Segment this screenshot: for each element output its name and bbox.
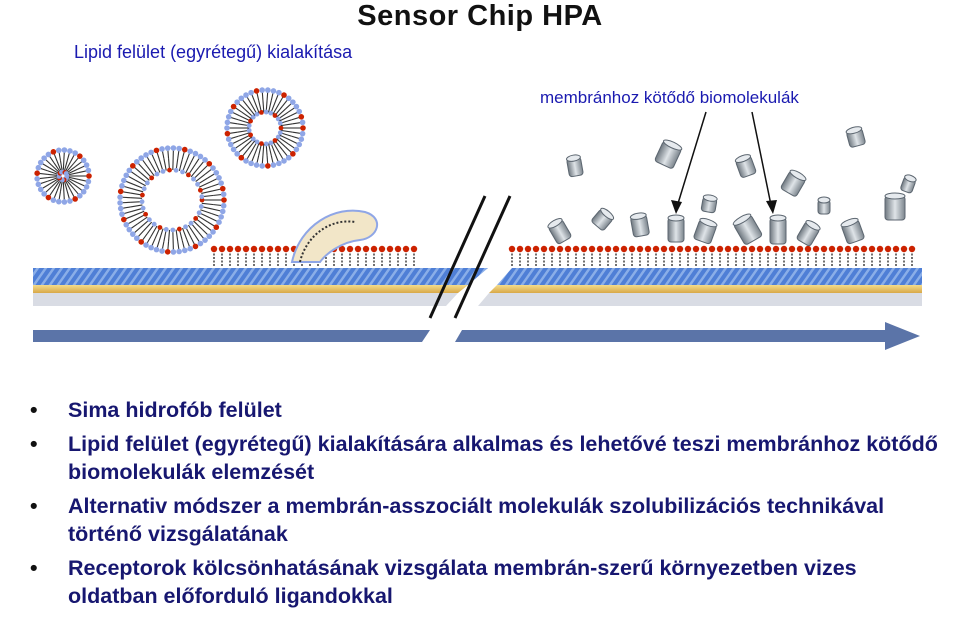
break-line-right (453, 195, 512, 319)
subtitle-lipid-surface: Lipid felület (egyrétegű) kialakítása (74, 42, 353, 62)
bullet-text: Receptorok kölcsönhatásának vizsgálata m… (68, 556, 857, 608)
flow-arrow (33, 322, 920, 350)
membrane-protein-group (547, 126, 917, 247)
bullet-text: Sima hidrofób felület (68, 398, 282, 422)
bullet-text: Alternativ módszer a membrán-asszociált … (68, 494, 885, 546)
label-membrane-biomolecules: membránhoz kötődő biomolekulák (540, 88, 799, 107)
protein-shape (667, 214, 685, 243)
bullet-item: • Receptorok kölcsönhatásának vizsgálata … (28, 554, 948, 610)
protein-shape (845, 126, 866, 148)
protein-shape (654, 139, 683, 169)
protein-shape (884, 192, 906, 221)
bullet-dot: • (30, 398, 38, 422)
bullet-dot: • (30, 556, 38, 580)
pointer-arrows (671, 111, 777, 214)
protein-shape (769, 214, 787, 245)
page-title: Sensor Chip HPA (357, 0, 603, 32)
chip-surface-left (33, 268, 488, 306)
protein-shape (547, 218, 572, 245)
chip-surface-right (478, 268, 922, 306)
break-line-left (428, 195, 487, 319)
protein-shape (629, 212, 650, 238)
protein-shape (780, 169, 807, 197)
bullet-text: Lipid felület (egyrétegű) kialakítására … (68, 432, 938, 484)
bullet-list: • Sima hidrofób felület • Lipid felület (eg… (28, 396, 948, 616)
protein-shape (734, 154, 757, 178)
protein-shape (700, 194, 718, 214)
bullet-item: • Lipid felület (egyrétegű) kialakítására… (28, 430, 948, 486)
protein-shape (591, 207, 615, 231)
protein-shape (566, 154, 584, 178)
lipid-monolayer-right (508, 245, 916, 266)
protein-shape (796, 220, 821, 247)
protein-shape (840, 217, 865, 245)
sensor-chip-diagram (33, 87, 922, 350)
protein-shape (732, 213, 763, 245)
fusing-liposome (290, 209, 378, 263)
bullet-item: • Alternativ módszer a membrán-asszociált… (28, 492, 948, 548)
bullet-item: • Sima hidrofób felület (28, 396, 948, 424)
protein-shape (693, 217, 718, 245)
bullet-dot: • (30, 432, 38, 456)
protein-shape (817, 196, 831, 215)
liposome-group (34, 87, 306, 255)
protein-shape (900, 174, 917, 194)
bullet-dot: • (30, 494, 38, 518)
